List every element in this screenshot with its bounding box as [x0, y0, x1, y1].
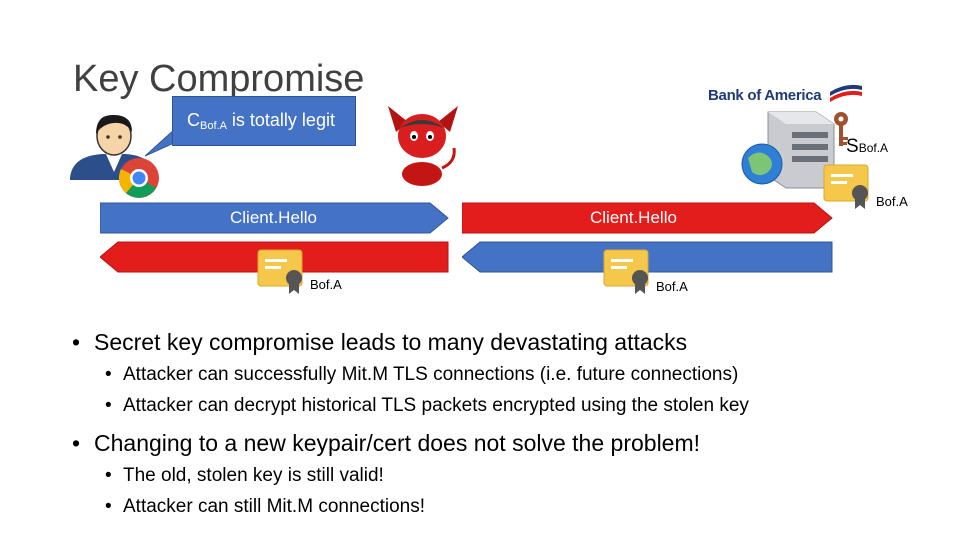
client-hello-label-right: Client.Hello — [590, 208, 677, 227]
bullet-2-text: Changing to a new keypair/cert does not … — [94, 430, 701, 456]
bullet-2-sub-2-text: Attacker can still Mit.M connections! — [123, 496, 425, 517]
bullet-1-sub-1-text: Attacker can successfully Mit.M TLS conn… — [123, 364, 739, 385]
bullet-2-sub-2: •Attacker can still Mit.M connections! — [105, 496, 425, 517]
bullet-1: •Secret key compromise leads to many dev… — [72, 329, 688, 355]
server-secret-key-label: SBof.A — [846, 136, 888, 158]
bullet-2-sub-1-text: The old, stolen key is still valid! — [123, 465, 384, 486]
bullet-2-sub-1: •The old, stolen key is still valid! — [105, 465, 384, 486]
server-certificate-icon — [823, 164, 869, 209]
bank-flag-icon — [830, 84, 862, 102]
bubble-cert-letter: C — [187, 110, 200, 130]
client-hello-label-left: Client.Hello — [230, 208, 317, 227]
client-hello-arrow-right — [462, 202, 833, 234]
server-key-letter: S — [846, 136, 859, 157]
bank-logo-text: Bank of America — [708, 87, 822, 104]
server-hello-cert-label: Bof.A — [656, 279, 688, 294]
bubble-cert-subscript: Bof.A — [200, 120, 227, 132]
bullet-2: •Changing to a new keypair/cert does not… — [72, 430, 701, 456]
client-hello-arrow-left — [100, 202, 449, 234]
bullet-1-sub-2-text: Attacker can decrypt historical TLS pack… — [123, 395, 749, 416]
bullet-1-text: Secret key compromise leads to many deva… — [94, 329, 688, 355]
speech-bubble: CBof.A is totally legit — [172, 96, 356, 146]
server-icon — [741, 111, 835, 189]
server-cert-label: Bof.A — [876, 194, 908, 209]
bullet-1-sub-2: •Attacker can decrypt historical TLS pac… — [105, 395, 749, 416]
server-hello-certificate-icon — [603, 249, 649, 294]
server-key-subscript: Bof.A — [858, 141, 889, 155]
slide-title: Key Compromise — [73, 58, 365, 100]
bullet-1-sub-1: •Attacker can successfully Mit.M TLS con… — [105, 364, 739, 385]
chrome-browser-icon — [118, 158, 159, 198]
forged-certificate-icon — [257, 249, 303, 294]
key-icon — [834, 112, 848, 146]
devil-attacker-icon — [388, 106, 458, 186]
forged-cert-label: Bof.A — [310, 277, 342, 292]
bubble-text: is totally legit — [226, 110, 335, 130]
